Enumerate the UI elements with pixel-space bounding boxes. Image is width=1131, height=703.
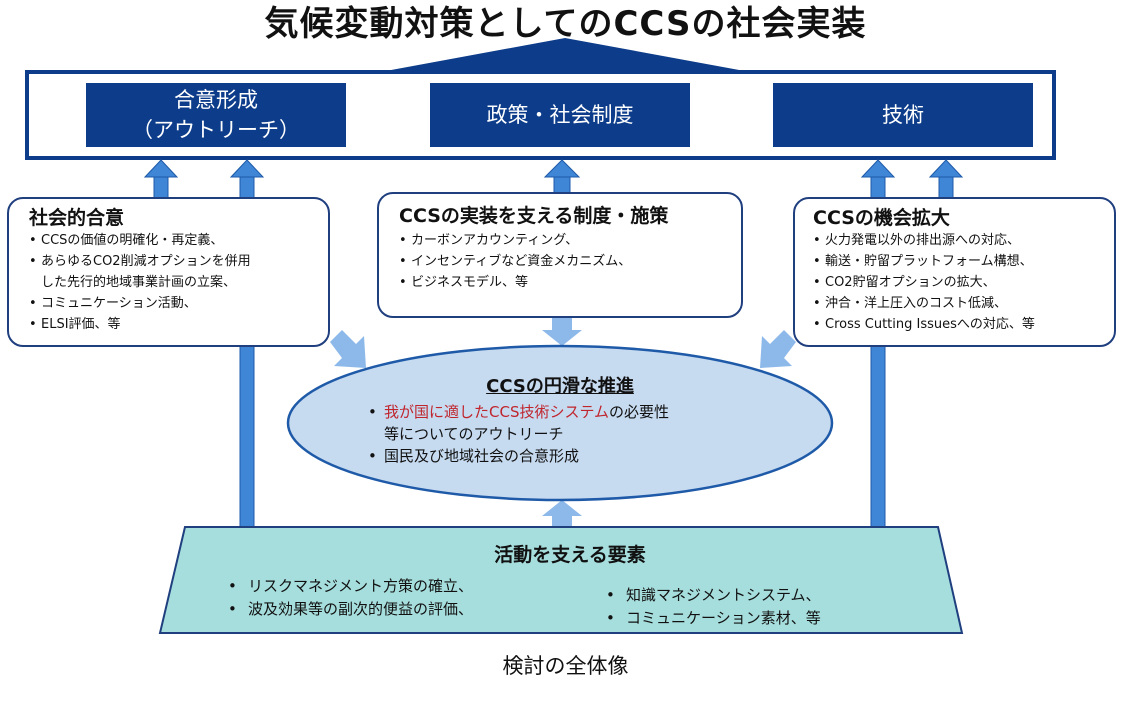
list-item: 波及効果等の副次的便益の評価、 (228, 598, 473, 621)
figure-caption: 検討の全体像 (502, 654, 629, 678)
diagonal-arrow-left (330, 330, 366, 368)
list-item: CCSの価値の明確化・再定義、 (29, 230, 328, 251)
list-item: ELSI評価、等 (29, 314, 328, 335)
box-policy-measures: CCSの実装を支える制度・施策 カーボンアカウンティング、 インセンティブなど資… (377, 192, 743, 318)
ellipse-content: CCSの円滑な推進 我が国に適したCCS技術システムの必要性 等についてのアウト… (300, 375, 820, 467)
box-opportunity-expansion-list: 火力発電以外の排出源への対応、 輸送・貯留プラットフォーム構想、 CO2貯留オプ… (813, 230, 1114, 335)
ellipse-item-1-rest: の必要性 (609, 403, 670, 421)
pillar-technology: 技術 (773, 83, 1033, 147)
diagonal-arrow-right (760, 330, 796, 368)
pillar-consensus-line1: 合意形成 (174, 88, 258, 112)
ellipse-title: CCSの円滑な推進 (486, 376, 634, 397)
box-opportunity-expansion: CCSの機会拡大 火力発電以外の排出源への対応、 輸送・貯留プラットフォーム構想… (793, 197, 1116, 347)
ellipse-item-1-highlight: 我が国に適したCCS技術システム (384, 403, 610, 421)
list-item: リスクマネジメント方策の確立、 (228, 575, 473, 598)
box-social-consensus: 社会的合意 CCSの価値の明確化・再定義、 あらゆるCO2削減オプションを併用 … (7, 197, 330, 347)
ellipse-list: 我が国に適したCCS技術システムの必要性 等についてのアウトリーチ 国民及び地域… (300, 401, 820, 467)
ellipse-item-1-continuation: 等についてのアウトリーチ (384, 425, 564, 443)
list-item: コミュニケーション素材、等 (606, 607, 821, 630)
down-arrow-center (542, 318, 582, 346)
ellipse-item-1: 我が国に適したCCS技術システムの必要性 (368, 401, 820, 423)
list-item: 輸送・貯留プラットフォーム構想、 (813, 251, 1114, 272)
list-item: Cross Cutting Issuesへの対応、等 (813, 314, 1114, 335)
list-item: 知識マネジメントシステム、 (606, 584, 821, 607)
box-opportunity-expansion-title: CCSの機会拡大 (813, 207, 950, 229)
pillar-consensus-line2: （アウトリーチ） (132, 118, 300, 142)
list-item: ビジネスモデル、等 (399, 272, 741, 293)
box-social-consensus-title: 社会的合意 (29, 207, 125, 229)
foundation-list-left: リスクマネジメント方策の確立、 波及効果等の副次的便益の評価、 (228, 575, 473, 621)
list-item: カーボンアカウンティング、 (399, 230, 741, 251)
pillar-consensus: 合意形成 （アウトリーチ） (86, 83, 346, 147)
foundation-title: 活動を支える要素 (494, 544, 646, 566)
list-item: CO2貯留オプションの拡大、 (813, 272, 1114, 293)
box-social-consensus-list: CCSの価値の明確化・再定義、 あらゆるCO2削減オプションを併用 した先行的地… (29, 230, 328, 335)
foundation-list-right: 知識マネジメントシステム、 コミュニケーション素材、等 (606, 584, 821, 630)
list-item-continuation: した先行的地域事業計画の立案、 (41, 275, 237, 290)
up-arrow-foundation (542, 500, 582, 530)
list-item: あらゆるCO2削減オプションを併用 (29, 251, 328, 272)
box-policy-measures-title: CCSの実装を支える制度・施策 (399, 205, 669, 227)
box-policy-measures-list: カーボンアカウンティング、 インセンティブなど資金メカニズム、 ビジネスモデル、… (399, 230, 741, 293)
list-item: コミュニケーション活動、 (29, 293, 328, 314)
roof-triangle (380, 38, 750, 72)
pillar-policy: 政策・社会制度 (430, 83, 690, 147)
list-item: 沖合・洋上圧入のコスト低減、 (813, 293, 1114, 314)
list-item: インセンティブなど資金メカニズム、 (399, 251, 741, 272)
diagram-title: 気候変動対策としてのCCSの社会実装 (264, 4, 867, 44)
ellipse-item-2: 国民及び地域社会の合意形成 (368, 445, 820, 467)
list-item: 火力発電以外の排出源への対応、 (813, 230, 1114, 251)
